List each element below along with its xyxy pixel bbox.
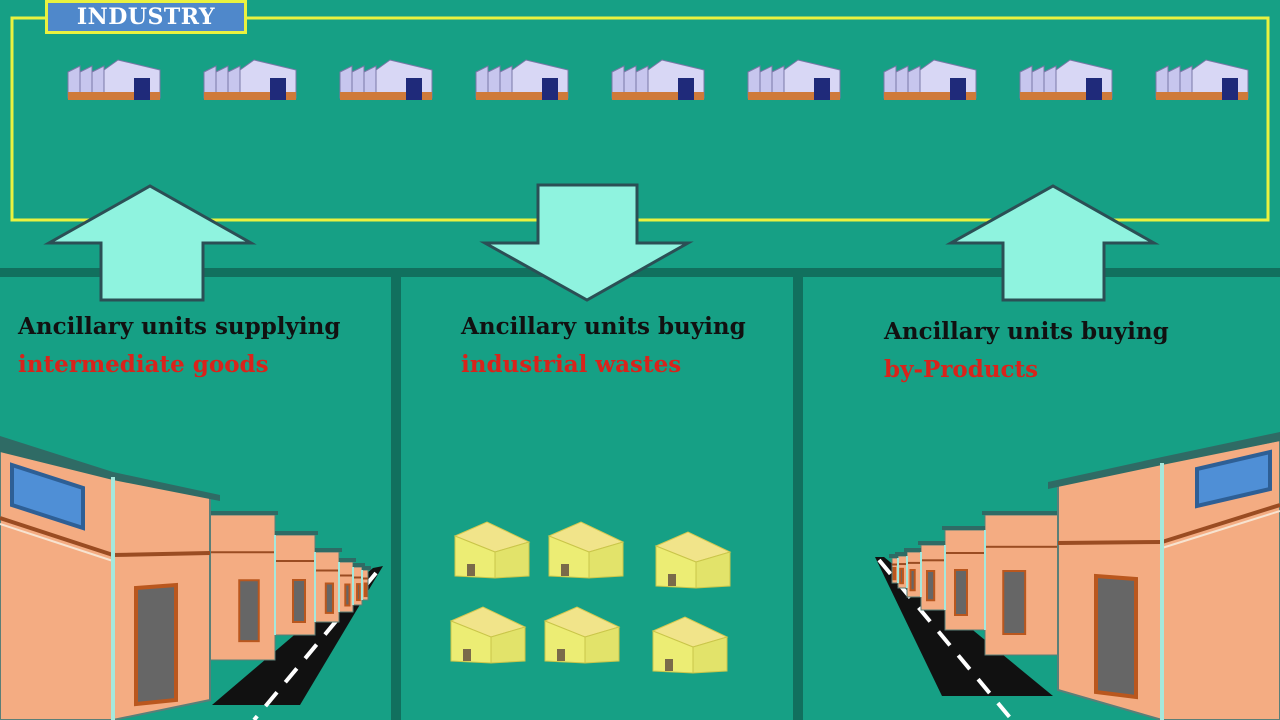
panel-left-subtitle: intermediate goods	[18, 351, 269, 378]
arrow-up-right-icon	[945, 184, 1160, 302]
building-left	[274, 531, 318, 636]
panel-center-text: Ancillary units buying industrial wastes	[461, 308, 746, 384]
building-left	[314, 548, 342, 623]
divider-horizontal	[0, 268, 1280, 277]
building-left	[209, 511, 278, 661]
arrow-up-left-icon	[43, 184, 257, 302]
building-left	[361, 566, 371, 601]
panel-right-subtitle: by-Products	[884, 356, 1039, 383]
buildings-right	[889, 511, 1059, 656]
house-icon	[453, 521, 531, 579]
street-right	[875, 432, 1280, 720]
factory-icon	[1019, 59, 1113, 100]
divider-left	[391, 276, 401, 720]
small-houses	[449, 521, 732, 674]
factory-icon	[67, 59, 161, 100]
house-icon	[654, 531, 732, 589]
house-icon	[651, 616, 729, 674]
factory-icon	[203, 59, 297, 100]
house-icon	[547, 521, 625, 579]
arrow-down-center-icon	[479, 183, 694, 302]
building-right	[942, 526, 986, 631]
panel-left-text: Ancillary units supplying intermediate g…	[18, 308, 340, 384]
building-right	[889, 554, 899, 584]
street-left	[0, 436, 383, 720]
factory-icon	[611, 59, 705, 100]
industry-label: INDUSTRY	[45, 0, 247, 34]
factories-row	[67, 59, 1249, 100]
panel-right-title: Ancillary units buying	[884, 318, 1169, 345]
divider-right	[793, 276, 803, 720]
panel-center-title: Ancillary units buying	[461, 313, 746, 340]
buildings-left	[209, 511, 371, 661]
industry-frame	[10, 16, 1270, 222]
factory-icon	[883, 59, 977, 100]
house-icon	[543, 606, 621, 664]
panel-center-subtitle: industrial wastes	[461, 351, 682, 378]
building-right	[982, 511, 1059, 656]
building-right	[918, 541, 946, 611]
factory-icon	[339, 59, 433, 100]
factory-icon	[475, 59, 569, 100]
building-right	[904, 548, 922, 598]
factory-icon	[1155, 59, 1249, 100]
panel-left-title: Ancillary units supplying	[18, 313, 341, 340]
factory-icon	[747, 59, 841, 100]
panel-right-text: Ancillary units buying by-Products	[884, 313, 1169, 389]
house-icon	[449, 606, 527, 664]
